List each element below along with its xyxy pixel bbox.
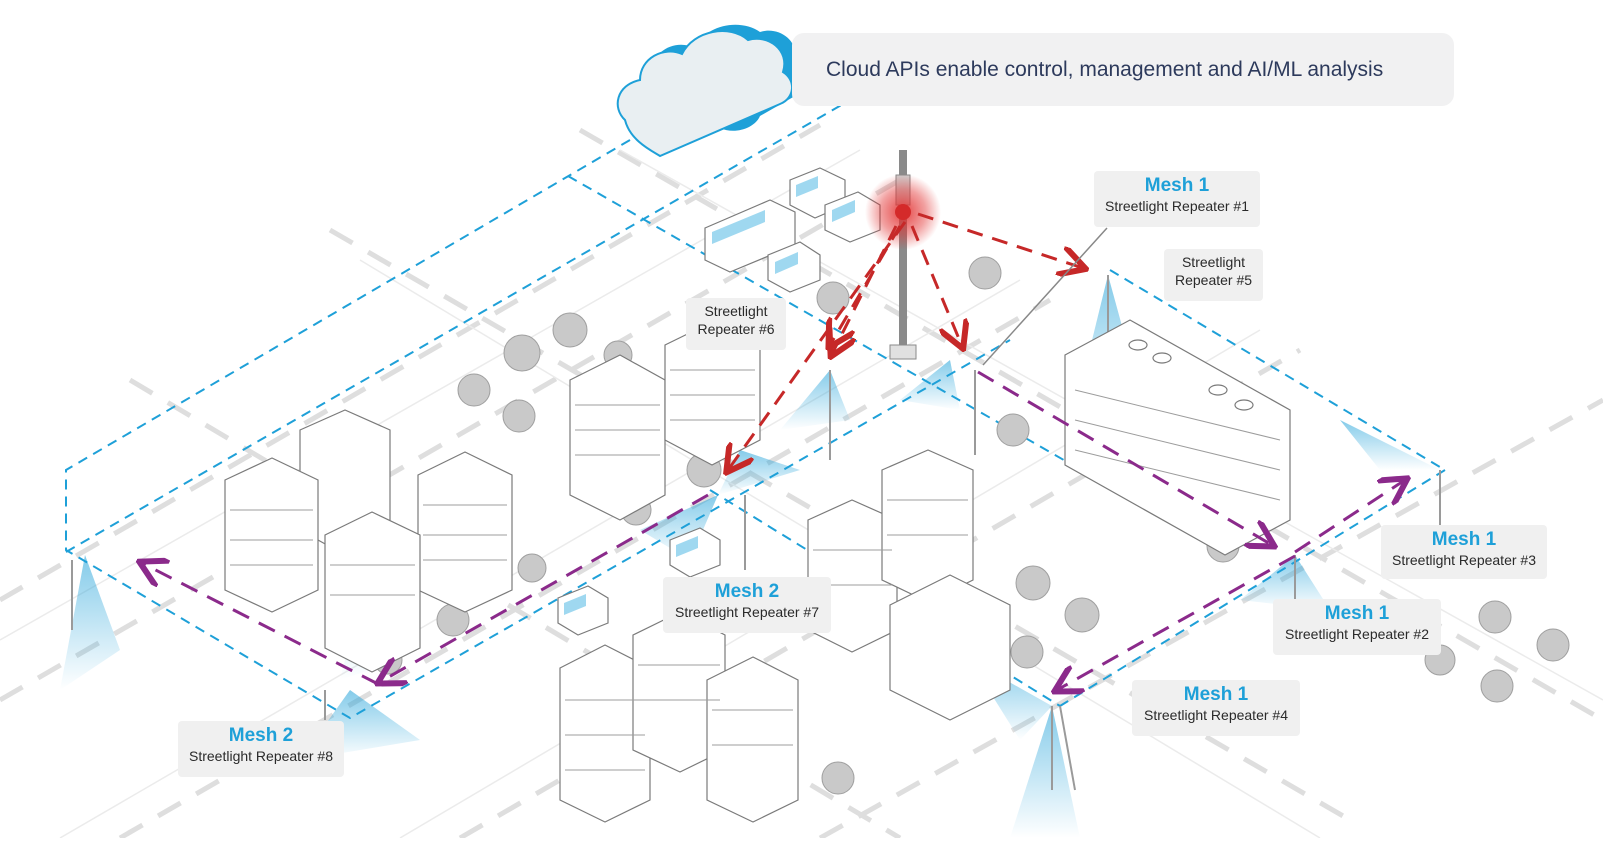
mesh-links — [142, 370, 1405, 690]
cellular-links — [728, 212, 1083, 470]
label-leader-line — [982, 227, 1108, 366]
label-repeater-2: Mesh 1 Streetlight Repeater #2 — [1273, 599, 1441, 655]
mesh-name: Mesh 2 — [714, 581, 780, 602]
cell-tower-icon — [865, 150, 941, 360]
mesh-name: Mesh 2 — [228, 725, 294, 746]
building-windows — [230, 369, 1281, 771]
cloud-api-banner: Cloud APIs enable control, management an… — [792, 33, 1454, 106]
repeater-name: Streetlight Repeater #3 — [1392, 552, 1536, 568]
rooftop-vents — [1128, 339, 1254, 411]
building-icon — [224, 319, 1291, 823]
mesh-name: Mesh 1 — [1324, 603, 1390, 624]
repeater-name: Streetlight Repeater #8 — [189, 748, 333, 764]
label-repeater-6: Streetlight Repeater #6 — [686, 298, 786, 350]
label-repeater-1: Mesh 1 Streetlight Repeater #1 — [1094, 171, 1260, 227]
repeater-name: Streetlight Repeater #7 — [675, 604, 819, 620]
repeater-name-line2: Repeater #5 — [1174, 272, 1253, 288]
repeater-name: Streetlight Repeater #4 — [1144, 707, 1288, 723]
repeater-name-line1: Streetlight — [1181, 254, 1246, 270]
repeater-name: Streetlight Repeater #2 — [1285, 626, 1429, 642]
label-repeater-4: Mesh 1 Streetlight Repeater #4 — [1132, 680, 1300, 736]
vehicle-windows — [564, 176, 855, 615]
vehicle-icon — [557, 167, 881, 636]
cloud-api-text: Cloud APIs enable control, management an… — [826, 57, 1384, 81]
cloud-icon — [616, 24, 805, 158]
label-repeater-7: Mesh 2 Streetlight Repeater #7 — [663, 577, 831, 633]
repeater-name-line1: Streetlight — [704, 303, 768, 319]
label-repeater-5: Streetlight Repeater #5 — [1164, 249, 1263, 301]
label-repeater-8: Mesh 2 Streetlight Repeater #8 — [178, 721, 344, 777]
mesh-name: Mesh 1 — [1183, 684, 1249, 705]
label-repeater-3: Mesh 1 Streetlight Repeater #3 — [1381, 525, 1547, 579]
repeater-name-line2: Repeater #6 — [697, 321, 775, 337]
repeater-name: Streetlight Repeater #1 — [1105, 198, 1249, 214]
mesh-name: Mesh 1 — [1144, 175, 1210, 196]
mesh-name: Mesh 1 — [1431, 529, 1497, 550]
